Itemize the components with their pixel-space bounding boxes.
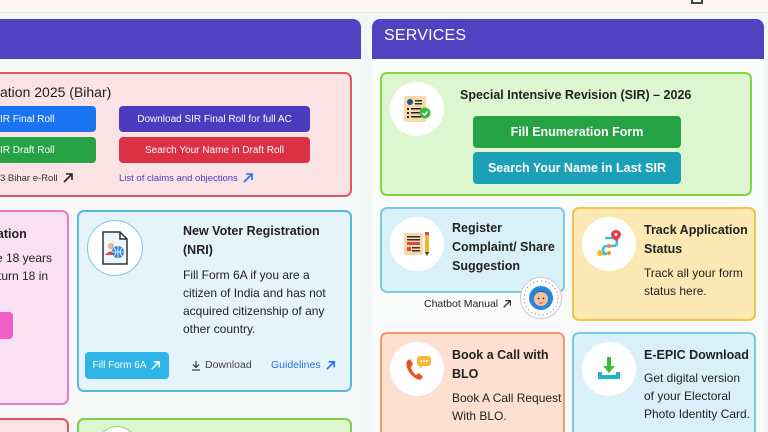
- nri-title-line-1: New Voter Registration: [183, 224, 320, 238]
- bihar-eroll-link-label: 3 Bihar e-Roll: [0, 172, 58, 184]
- sir-final-roll-button[interactable]: IR Final Roll: [0, 106, 96, 132]
- track-title-2: Status: [644, 242, 683, 256]
- epic-icon-circle: [582, 342, 636, 396]
- complaint-form-icon: [404, 232, 429, 256]
- sir-2025-title: ation 2025 (Bihar): [0, 84, 112, 100]
- download-icon: [192, 360, 200, 371]
- pink-card-title: ration: [0, 227, 27, 241]
- call-desc-1: Book A Call Request: [452, 391, 562, 405]
- nri-desc-1: Fill Form 6A if you are a: [183, 268, 310, 282]
- call-title-1: Book a Call with: [452, 348, 549, 362]
- pink-card-desc-2: l turn 18 in: [0, 269, 49, 283]
- sir-2026-title: Special Intensive Revision (SIR) – 2026: [460, 88, 692, 102]
- search-name-draft-roll-button[interactable]: Search Your Name in Draft Roll: [119, 137, 310, 163]
- download-sir-final-roll-full-ac-button[interactable]: Download SIR Final Roll for full AC: [119, 106, 310, 132]
- guidelines-link[interactable]: Guidelines: [271, 359, 336, 371]
- voter-mitra-chatbot-button[interactable]: [520, 277, 562, 319]
- external-arrow-icon: [243, 173, 253, 183]
- sir-2026-card: Special Intensive Revision (SIR) – 2026 …: [380, 72, 752, 196]
- services-header: SERVICES: [372, 19, 764, 59]
- bottom-green-icon-circle: [97, 426, 137, 432]
- register-icon-circle: [390, 217, 444, 271]
- track-title-1: Track Application: [644, 223, 748, 237]
- sir-2026-icon-circle: [390, 82, 444, 136]
- claims-objections-link[interactable]: List of claims and objections: [119, 172, 254, 184]
- sir-draft-roll-button[interactable]: IR Draft Roll: [0, 137, 96, 163]
- download-label: Download: [205, 359, 252, 371]
- external-arrow-icon: [62, 173, 73, 183]
- claims-objections-label: List of claims and objections: [119, 172, 238, 184]
- fill-form-6a-button[interactable]: Fill Form 6A: [85, 352, 169, 379]
- voter-mitra-avatar-icon: [523, 280, 559, 316]
- left-panel-header: [0, 19, 361, 59]
- nri-desc-2: citizen of India and has not: [183, 286, 326, 300]
- external-arrow-icon: [503, 300, 512, 308]
- epic-title: E-EPIC Download: [644, 348, 749, 362]
- document-globe-icon: [102, 231, 128, 265]
- new-voter-registration-card: ration re 18 years l turn 18 in s: [0, 210, 69, 405]
- chatbot-manual-label: Chatbot Manual: [424, 298, 499, 310]
- bottom-green-card: [77, 418, 352, 432]
- route-pin-icon: [597, 230, 621, 256]
- register-title-2: Complaint/ Share: [452, 240, 555, 254]
- bihar-eroll-link[interactable]: 3 Bihar e-Roll: [0, 172, 74, 184]
- external-arrow-icon: [325, 360, 335, 370]
- chatbot-manual-link[interactable]: Chatbot Manual: [424, 298, 512, 310]
- register-title-1: Register: [452, 221, 503, 235]
- register-title-3: Suggestion: [452, 259, 521, 273]
- call-desc-2: With BLO.: [452, 409, 507, 423]
- pink-card-desc-1: re 18 years: [0, 251, 53, 265]
- fill-form-6a-label: Fill Form 6A: [92, 360, 147, 371]
- guidelines-label: Guidelines: [271, 359, 321, 371]
- nri-registration-card: New Voter Registration (NRI) Fill Form 6…: [77, 210, 352, 392]
- epic-desc-2: of your Electoral: [644, 389, 731, 403]
- nri-desc-3: acquired citizenship of any: [183, 304, 325, 318]
- track-application-card[interactable]: Track Application Status Track all your …: [572, 207, 756, 321]
- epic-desc-3: Photo Identity Card.: [644, 407, 751, 421]
- track-desc-1: Track all your form: [644, 266, 743, 280]
- nri-title-line-2: (NRI): [183, 243, 213, 257]
- call-icon-circle: [390, 342, 444, 396]
- nri-icon-circle: [87, 220, 143, 276]
- track-icon-circle: [582, 217, 636, 271]
- fill-enumeration-form-button[interactable]: Fill Enumeration Form: [473, 116, 681, 148]
- browser-top-bar: [0, 0, 768, 13]
- nri-desc-4: other country.: [183, 322, 256, 336]
- download-tray-icon: [598, 357, 620, 379]
- book-call-blo-card[interactable]: Book a Call with BLO Book A Call Request…: [380, 332, 565, 432]
- epic-desc-1: Get digital version: [644, 371, 741, 385]
- register-complaint-card[interactable]: Register Complaint/ Share Suggestion: [380, 207, 565, 293]
- menu-icon[interactable]: [691, 0, 703, 4]
- pink-card-button[interactable]: [0, 312, 13, 339]
- download-form-6a-link[interactable]: Download: [191, 359, 252, 371]
- phone-chat-icon: [406, 356, 431, 380]
- external-arrow-icon: [151, 361, 161, 370]
- checklist-form-icon: [404, 96, 431, 122]
- track-desc-2: status here.: [644, 284, 707, 298]
- search-name-last-sir-button[interactable]: Search Your Name in Last SIR: [473, 152, 681, 184]
- e-epic-download-card[interactable]: E-EPIC Download Get digital version of y…: [572, 332, 756, 432]
- call-title-2: BLO: [452, 367, 479, 381]
- sir-2025-bihar-card: ation 2025 (Bihar) IR Final Roll IR Draf…: [0, 72, 352, 197]
- bottom-left-red-card: [0, 418, 69, 432]
